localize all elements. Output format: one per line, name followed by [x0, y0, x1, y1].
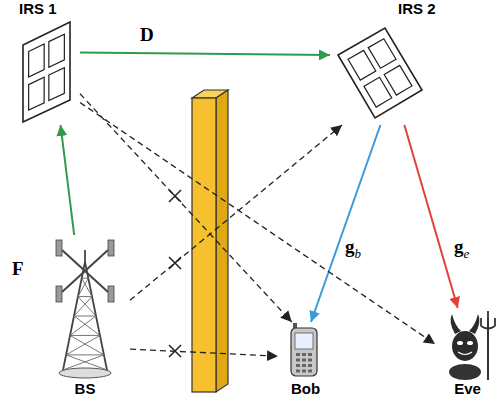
irs-element	[29, 77, 45, 110]
blocked-link	[80, 103, 435, 345]
irs-element	[384, 65, 412, 95]
blocked-link	[80, 94, 292, 322]
irs-panel: IRS 1	[15, 0, 80, 125]
irs-panels	[23, 22, 422, 122]
channel-label: gb	[343, 236, 363, 265]
channel-label: ge	[452, 236, 471, 265]
base-station-tower	[56, 240, 114, 378]
channel-label: D	[138, 24, 156, 46]
irs-board	[338, 28, 422, 118]
blocked-link	[130, 125, 342, 300]
channel-arrow	[61, 125, 75, 235]
irs-element	[49, 68, 65, 101]
eavesdropper-icon	[449, 311, 495, 380]
irs-element	[368, 39, 396, 69]
wall	[192, 90, 228, 392]
irs-element	[29, 44, 45, 77]
phone-icon	[291, 323, 317, 376]
eavesdropper: Eve	[435, 308, 500, 398]
user-device: Bob	[278, 322, 333, 398]
node-label: IRS 2	[398, 0, 436, 18]
channel-label: F	[10, 258, 26, 280]
blocked-link	[130, 349, 278, 356]
irs-element	[348, 50, 376, 80]
irs-board	[23, 22, 70, 122]
channel-arrow	[80, 53, 330, 56]
node-label: BS	[75, 380, 96, 398]
base-station: BS	[40, 235, 130, 398]
irs-panel: IRS 2	[330, 0, 450, 125]
channel-arrow	[404, 125, 457, 308]
node-label: IRS 1	[19, 0, 57, 18]
node-label: Bob	[291, 380, 320, 398]
irs-element	[49, 34, 65, 67]
irs-element	[364, 77, 392, 107]
blocked-mark	[169, 190, 181, 357]
node-label: Eve	[454, 380, 481, 398]
channel-arrow	[311, 125, 380, 322]
